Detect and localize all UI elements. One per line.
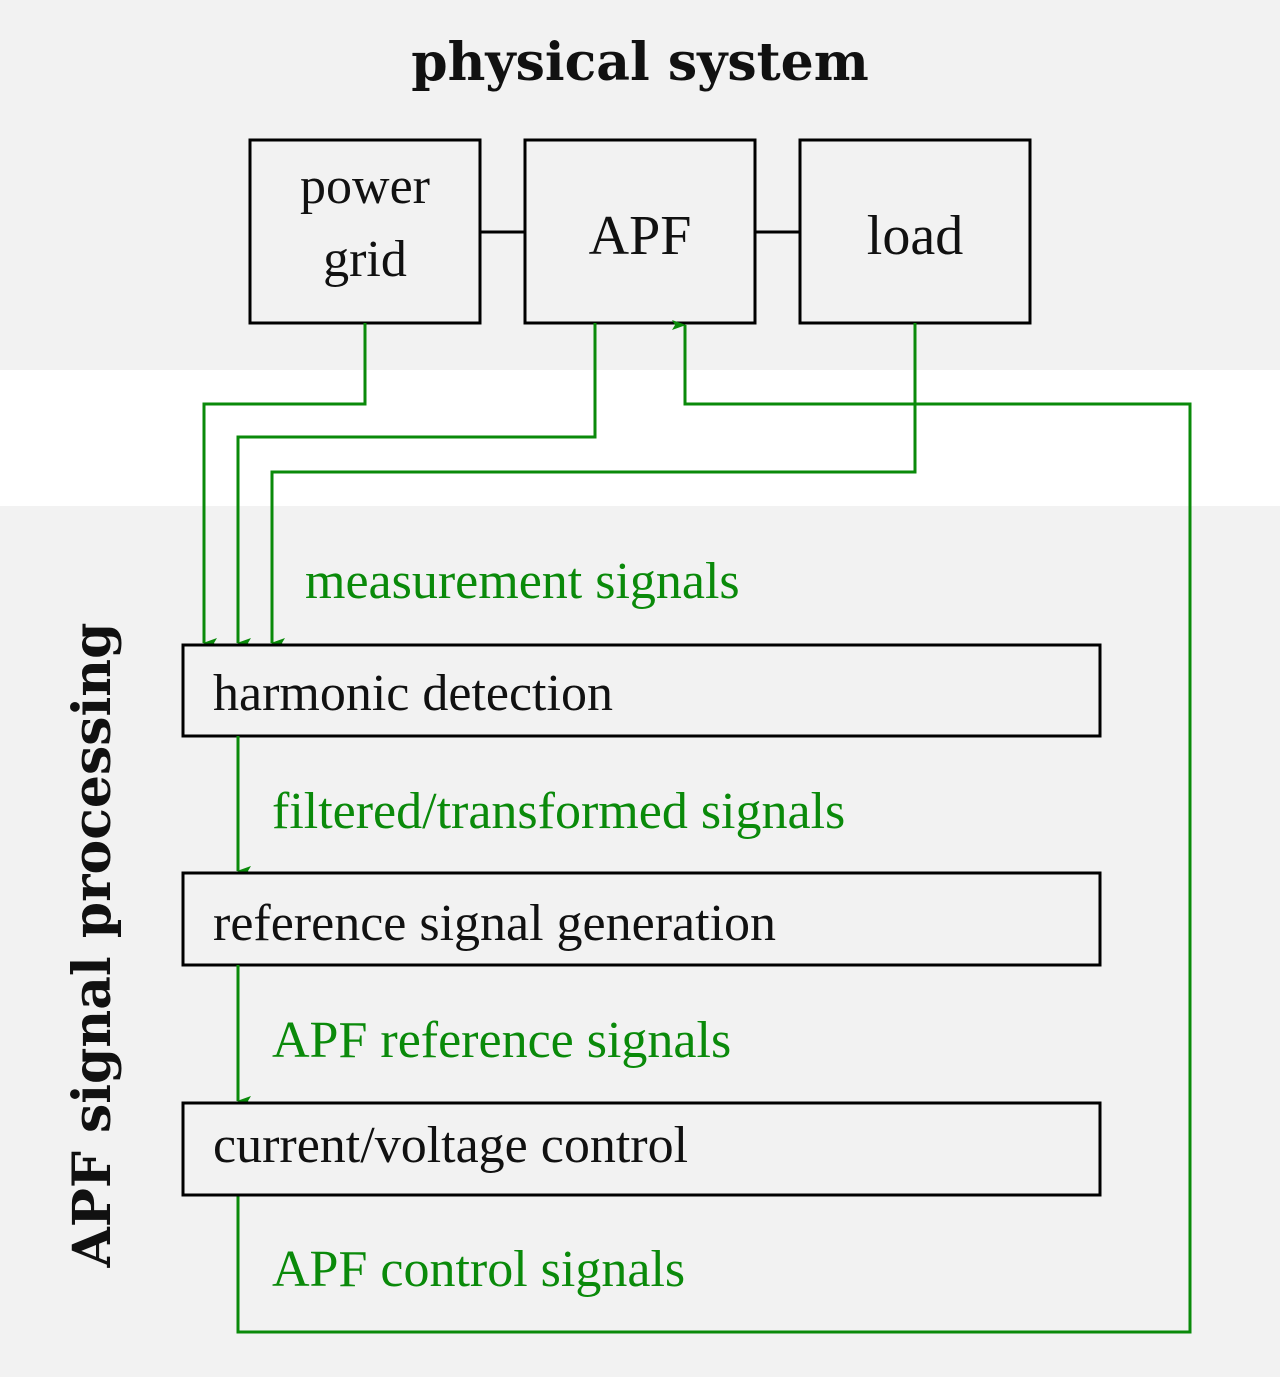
load-label: load (867, 205, 963, 267)
harmonic-detection-label: harmonic detection (213, 665, 613, 722)
physical-system-title: physical system (411, 32, 869, 93)
measurement-arrow-grid (202, 323, 367, 648)
filtered-signals-label: filtered/transformed signals (272, 783, 845, 840)
block-reference-signal-generation: reference signal generation (181, 871, 1102, 967)
measurement-arrow-load (270, 323, 917, 648)
current-voltage-control-label: current/voltage control (213, 1117, 688, 1174)
signal-processing-title: APF signal processing (62, 623, 123, 1269)
gap-band (0, 370, 1280, 506)
block-harmonic-detection: harmonic detection (181, 643, 1102, 738)
apf-control-signals-label: APF control signals (272, 1241, 685, 1298)
measurement-arrow-apf (236, 323, 597, 648)
block-apf: APF (523, 138, 757, 325)
reference-signal-generation-label: reference signal generation (213, 895, 776, 952)
block-load: load (798, 138, 1032, 325)
block-power-grid: power grid (248, 138, 482, 325)
power-grid-label-line1: power (300, 158, 430, 215)
power-grid-label-line2: grid (323, 231, 407, 288)
measurement-signals-label: measurement signals (305, 553, 740, 610)
control-feedback-arrow (236, 320, 1192, 1334)
apf-reference-signals-label: APF reference signals (272, 1012, 731, 1069)
block-current-voltage-control: current/voltage control (181, 1101, 1102, 1197)
apf-label: APF (589, 205, 692, 267)
